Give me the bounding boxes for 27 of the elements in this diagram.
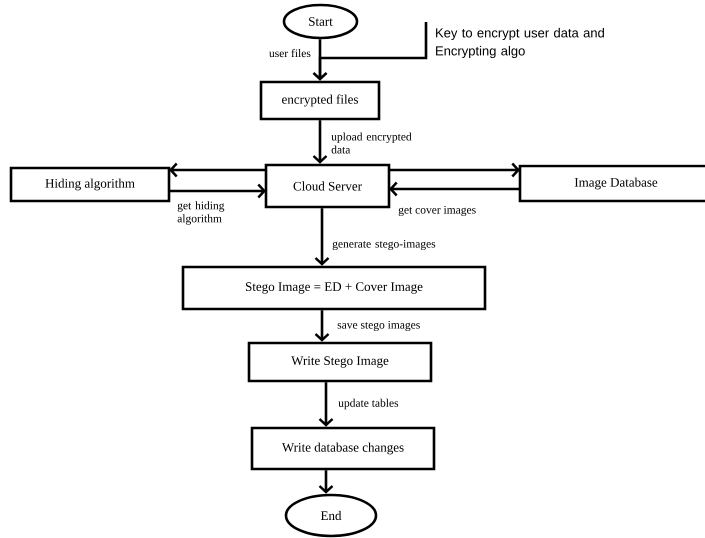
arrow	[389, 162, 520, 178]
process-box: Image Database	[518, 164, 705, 202]
edge-label: get cover images	[398, 206, 476, 216]
process-box: encrypted files	[260, 80, 380, 120]
arrow	[314, 208, 330, 266]
arrow	[318, 382, 334, 427]
arrow	[169, 184, 266, 198]
process-box: Write Stego Image	[248, 342, 432, 382]
arrow	[314, 310, 330, 342]
arrow	[169, 162, 266, 178]
edge-label: upload encrypted data	[331, 132, 412, 154]
process-box: Hiding algorithm	[10, 166, 170, 202]
process-box: Cloud Server	[264, 164, 390, 208]
edge-label: get hiding algorithm	[178, 201, 224, 225]
arrow	[318, 470, 334, 494]
edge-label: save stego images	[338, 320, 420, 332]
input-text: Key to encrypt user data and Encrypting algo	[436, 28, 604, 58]
edge-label: user files	[269, 48, 310, 58]
process-box: Write database changes	[250, 426, 436, 470]
arrow	[389, 182, 520, 196]
edge-label: update tables	[338, 398, 398, 410]
terminal-oval: End	[284, 494, 378, 538]
arrow	[312, 120, 328, 164]
edge-label: generate stego-images	[332, 240, 436, 250]
arrow	[312, 22, 428, 81]
terminal-oval: Start	[282, 4, 358, 40]
process-box: Stego Image = ED + Cover Image	[182, 266, 486, 310]
